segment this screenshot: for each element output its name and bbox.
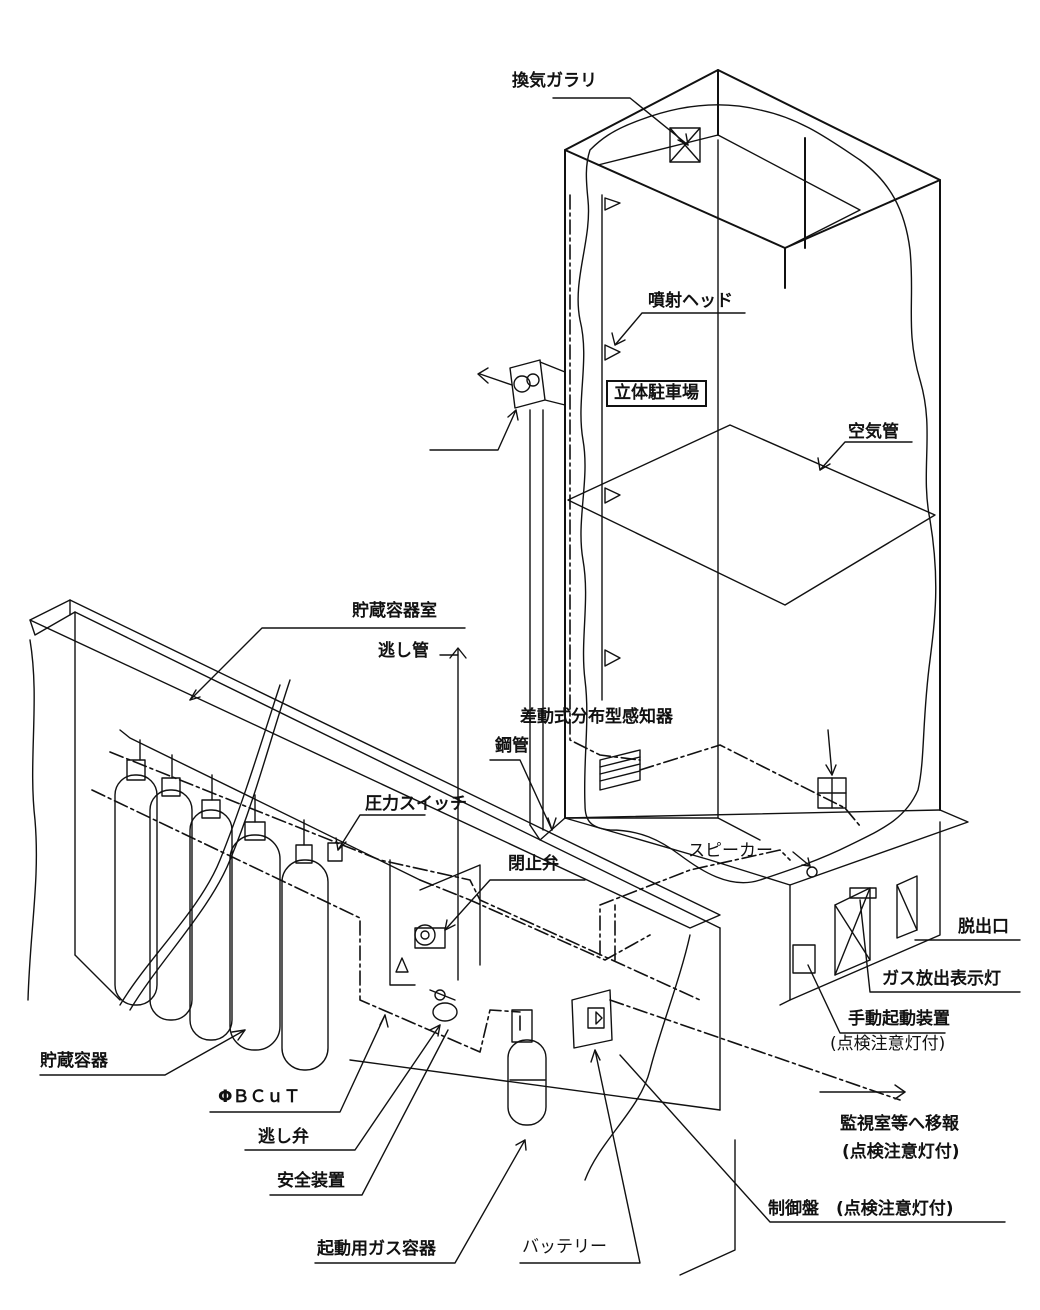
label-storage-container: 貯蔵容器 <box>40 1051 108 1071</box>
label-relief-pipe: 逃し管 <box>378 641 429 661</box>
label-speaker: スピーカー <box>688 841 773 861</box>
label-shutoff-valve: 閉止弁 <box>508 854 559 874</box>
label-battery: バッテリー <box>522 1237 607 1257</box>
label-phi-bcut: ΦＢＣｕＴ <box>218 1087 301 1107</box>
label-pressure-switch: 圧力スイッチ <box>365 794 467 814</box>
label-manual-start-device: 手動起動装置 <box>848 1009 950 1029</box>
label-transfer-note: (点検注意灯付) <box>842 1142 960 1162</box>
label-ventilation-louver: 換気ガラリ <box>512 71 597 91</box>
label-safety-device: 安全装置 <box>277 1171 345 1191</box>
label-rate-of-rise-detector: 差動式分布型感知器 <box>520 707 673 727</box>
label-steel-pipe: 鋼管 <box>495 736 529 756</box>
label-transfer-report: 監視室等へ移報 <box>840 1114 959 1134</box>
label-air-tube: 空気管 <box>848 422 899 442</box>
label-discharge-head: 噴射ヘッド <box>648 291 733 311</box>
label-exit: 脱出口 <box>958 917 1009 937</box>
label-storage-room: 貯蔵容器室 <box>352 601 437 621</box>
storage-room <box>27 599 901 1181</box>
label-parking-tower: 立体駐車場 <box>606 380 707 407</box>
label-gas-discharge-lamp: ガス放出表示灯 <box>882 969 1001 989</box>
label-manual-start-note: (点検注意灯付) <box>830 1034 946 1054</box>
label-relief-valve: 逃し弁 <box>258 1127 309 1147</box>
parking-tower <box>477 69 969 1006</box>
leader-lines <box>39 97 1021 1276</box>
label-starter-gas-container: 起動用ガス容器 <box>317 1239 436 1259</box>
label-control-panel: 制御盤 (点検注意灯付) <box>768 1199 954 1219</box>
